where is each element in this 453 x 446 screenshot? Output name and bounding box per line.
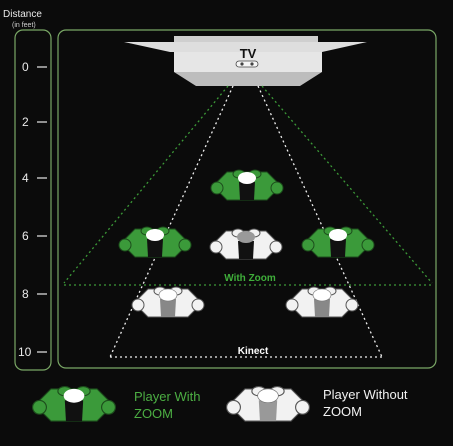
axis-ticks: 0 2 4 6 8 10 (18, 60, 47, 359)
tick-label-8: 8 (22, 287, 29, 301)
tick-label-10: 10 (18, 345, 32, 359)
room-panel (57, 29, 437, 369)
player-green-left (118, 226, 192, 258)
player-green-front (210, 169, 284, 201)
tick-label-4: 4 (22, 171, 29, 185)
tv-label: TV (240, 46, 257, 61)
kinect-sensor-icon (235, 60, 259, 68)
kinect-view-cone (109, 85, 383, 358)
kinect-label: Kinect (238, 346, 269, 357)
legend-icon-without-zoom (226, 386, 310, 422)
tick-label-2: 2 (22, 115, 29, 129)
legend-with-zoom-line2: ZOOM (134, 406, 173, 421)
axis-panel (14, 29, 52, 371)
tick-label-6: 6 (22, 229, 29, 243)
axis-title: Distance (3, 9, 42, 20)
tick-label-0: 0 (22, 60, 29, 74)
legend-without-zoom-line1: Player Without (323, 387, 408, 402)
legend-without-zoom-line2: ZOOM (323, 404, 362, 419)
zoom-label: With Zoom (224, 273, 276, 284)
tv: TV (124, 36, 367, 86)
player-green-right (301, 226, 375, 258)
player-white-middle (209, 228, 283, 260)
player-white-lower-right (285, 286, 359, 318)
legend-with-zoom-line1: Player With (134, 389, 200, 404)
axis-unit: (in feet) (12, 22, 36, 29)
zoom-view-cone (63, 85, 433, 286)
player-white-lower-left (131, 286, 205, 318)
legend-icon-with-zoom (32, 386, 116, 422)
